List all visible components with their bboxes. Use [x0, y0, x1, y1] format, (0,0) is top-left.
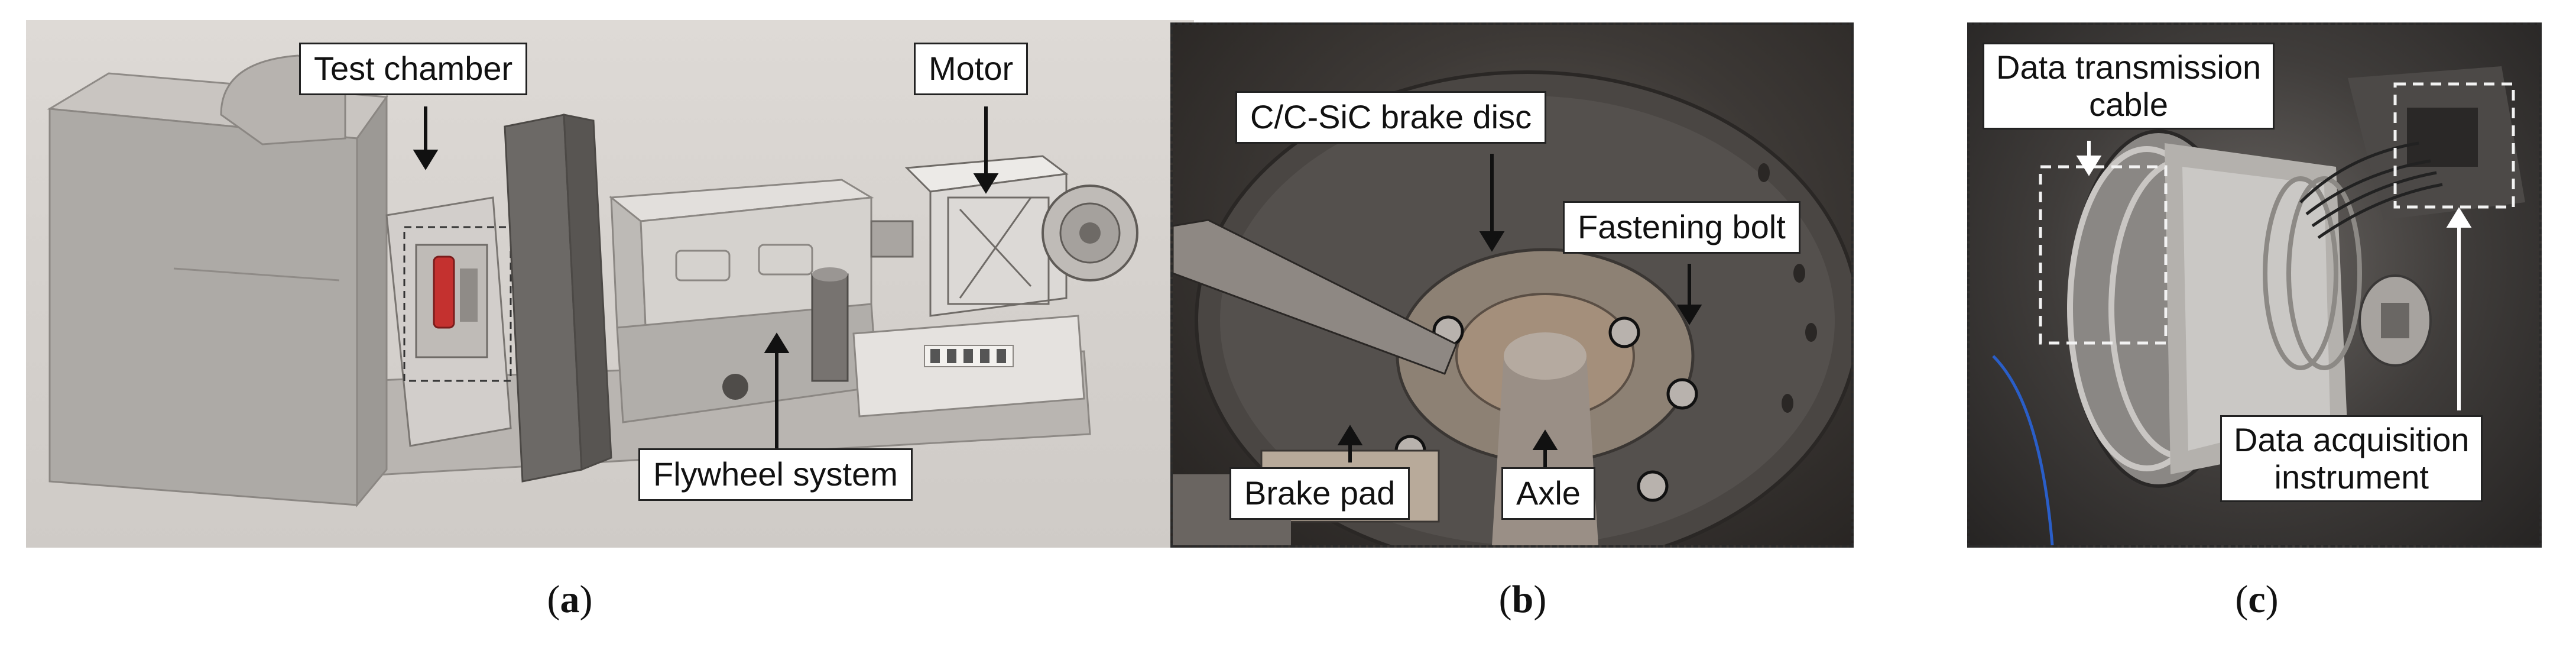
data-acquisition-illustration	[1992, 66, 2525, 545]
caption-b-letter: b	[1511, 578, 1534, 621]
label-data-transmission-cable: Data transmission cable	[1983, 43, 2275, 130]
caption-c: (c)	[2235, 578, 2279, 621]
panel-c-data-acquisition-photo: Data transmission cable Data acquisition…	[1967, 22, 2542, 548]
label-brake-disc: C/C-SiC brake disc	[1235, 91, 1547, 144]
caption-a-letter: a	[560, 578, 580, 621]
panel-b-brake-disc-photo: C/C-SiC brake disc Fastening bolt Brake …	[1170, 22, 1854, 548]
label-fastening-bolt: Fastening bolt	[1563, 201, 1800, 254]
label-data-transmission-line1: Data transmission	[1996, 48, 2262, 86]
label-data-acquisition-line2: instrument	[2274, 458, 2429, 496]
label-flywheel-system: Flywheel system	[638, 448, 913, 501]
label-test-chamber: Test chamber	[299, 43, 528, 95]
test-rig-illustration	[47, 54, 1138, 508]
label-data-acquisition-line1: Data acquisition	[2234, 421, 2470, 458]
caption-a: (a)	[547, 578, 593, 621]
label-axle: Axle	[1501, 467, 1595, 520]
label-brake-pad: Brake pad	[1229, 467, 1410, 520]
panel-a-test-rig-render: Test chamber Motor Flywheel system	[26, 20, 1194, 548]
label-data-acquisition-instrument: Data acquisition instrument	[2220, 415, 2483, 503]
label-motor: Motor	[914, 43, 1029, 95]
caption-c-letter: c	[2248, 578, 2266, 621]
brake-disc-illustration	[1173, 70, 1851, 545]
label-data-transmission-line2: cable	[2089, 85, 2169, 123]
caption-b: (b)	[1498, 578, 1547, 621]
